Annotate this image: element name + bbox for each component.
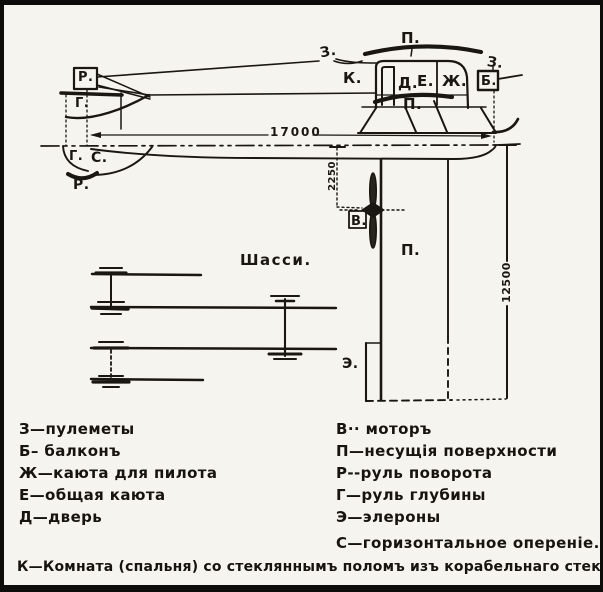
label-elevator-plan: Г. [69, 149, 84, 164]
stabilizer-plan-curve [93, 146, 153, 176]
legend-item-elevator: Г—руль глубины [336, 486, 486, 504]
legend-item-guns: З—пулеметы [19, 420, 135, 438]
wing-tip-line [365, 399, 453, 402]
label-door: Д. [398, 74, 419, 92]
rudder-box [72, 66, 99, 91]
label-motor: В. [351, 214, 367, 229]
chassis-drawing [89, 267, 338, 388]
legend-item-pilot-cabin: Ж—каюта для пилота [19, 464, 218, 482]
label-stabilizer-plan: С. [91, 150, 108, 166]
rear-gun-mark [333, 60, 363, 65]
label-common-cabin: Е. [417, 72, 434, 90]
fuselage-plan-edge [90, 144, 497, 160]
legend-item-door: Д—дверь [19, 508, 103, 526]
legend-item-balcony: Б– балконъ [19, 442, 121, 460]
label-elevator-side: Г. [75, 96, 90, 111]
plan-view-fuselage [40, 143, 521, 160]
balcony-box [476, 69, 500, 92]
legend-item-ailerons: Э—элероны [336, 508, 441, 526]
lower-boom-line [98, 86, 377, 96]
door-outline [381, 66, 395, 106]
cabin-outline [374, 59, 470, 110]
tailplane-line [59, 91, 124, 97]
label-rudder-plan: Р. [73, 177, 90, 193]
half-span-dimension [498, 144, 517, 399]
side-view-boom [96, 58, 377, 96]
plan-view-tail [62, 145, 153, 181]
motor-box [348, 210, 367, 229]
motor-offset-dimension [329, 146, 363, 209]
length-dimension [90, 132, 492, 139]
motor-and-propeller [339, 172, 408, 249]
legend-item-common-cabin: Е—общая каюта [19, 486, 166, 504]
dimension-half-span: 12500 [499, 262, 513, 303]
chassis-rail-4 [89, 377, 205, 382]
legend-item-stabilizer: С—горизонтальное опереніе. [336, 534, 600, 552]
tail-skid-curve [491, 117, 520, 134]
legend-item-motor: В·· моторъ [336, 420, 432, 438]
chassis-title: Шасси. [240, 251, 312, 269]
label-wing-plan: П. [401, 241, 421, 259]
label-rudder-side: Р. [78, 70, 94, 85]
side-view-nose [476, 66, 523, 143]
centerline [40, 144, 498, 147]
label-upper-wing: П. [401, 29, 421, 47]
label-rear-gun: З. [318, 42, 338, 62]
dimension-motor-offset: 2250 [326, 161, 338, 191]
label-pilot-cabin: Ж. [442, 72, 468, 90]
legend-footnote-room: К—Комната (спальня) со стекляннымъ полом… [17, 559, 603, 575]
legend-item-surfaces: П—несущія поверхности [336, 442, 558, 460]
label-room: К. [343, 69, 362, 87]
chassis-rail-3 [89, 346, 338, 351]
elevator-curve [64, 93, 151, 120]
lower-wing-arc [372, 92, 455, 105]
dimension-length: 17000 [270, 125, 322, 139]
upper-boom-line [96, 60, 320, 78]
legend-item-rudder: Р--руль поворота [336, 464, 493, 482]
upper-wing-arc [362, 44, 484, 57]
label-aileron: Э. [342, 356, 359, 372]
label-balcony: Б. [481, 74, 497, 89]
diagram-linework [40, 44, 523, 403]
side-view-cabin [357, 44, 520, 134]
chassis-rail-2 [89, 305, 338, 310]
plan-view-wing [364, 158, 507, 403]
propeller-hub [361, 202, 385, 218]
label-front-gun: З. [485, 53, 505, 73]
label-lower-wing: П. [403, 95, 423, 113]
